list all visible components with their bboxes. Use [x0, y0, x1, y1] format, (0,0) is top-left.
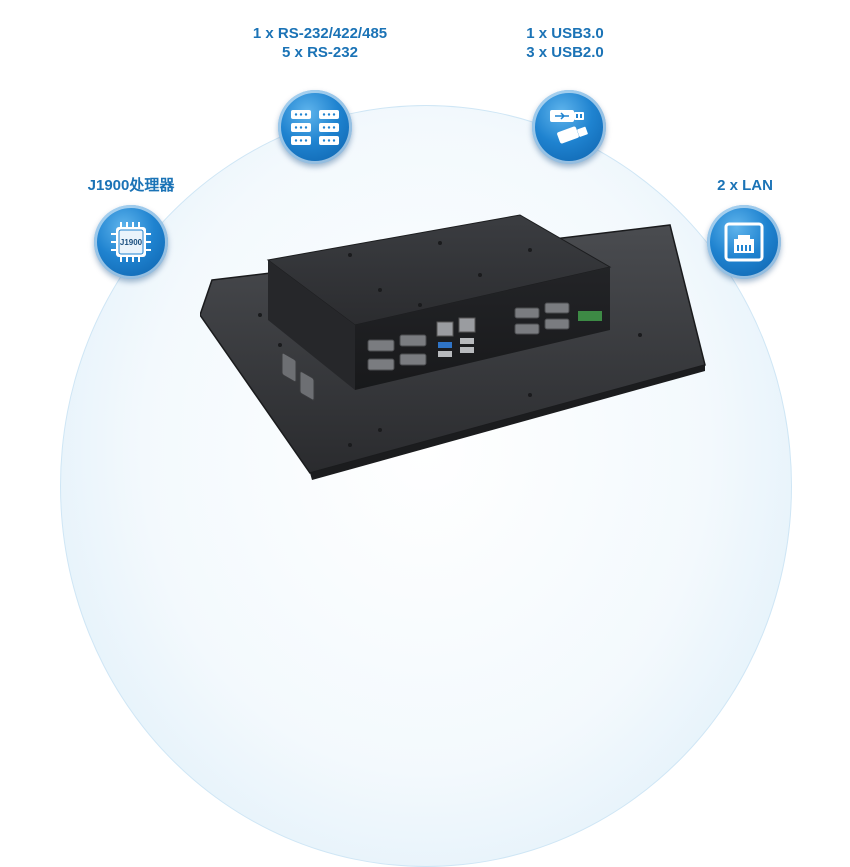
usb-ports-label: 1 x USB3.0 3 x USB2.0: [490, 24, 640, 62]
io-serial-ports: [367, 302, 570, 371]
product-feature-graphic: 1 x RS-232/422/485 5 x RS-232: [60, 24, 792, 867]
rear-enclosure-side: [268, 260, 355, 390]
terminal-block: [578, 311, 602, 321]
lan-label: 2 x LAN: [717, 177, 773, 194]
usb-ports-line2: 3 x USB2.0: [526, 44, 604, 61]
serial-port-icon: [278, 90, 352, 164]
ethernet-port-icon: [707, 205, 781, 279]
usb-ports-line1: 1 x USB3.0: [526, 25, 604, 42]
cpu-label: J1900处理器: [87, 177, 175, 194]
panel-pc-device: [200, 214, 706, 480]
cpu-chip-icon: J1900: [94, 205, 168, 279]
serial-ports-line2: 5 x RS-232: [282, 44, 358, 61]
side-serial-ports: [281, 352, 315, 401]
serial-ports-label: 1 x RS-232/422/485 5 x RS-232: [220, 24, 420, 62]
serial-ports-line1: 1 x RS-232/422/485: [252, 25, 388, 42]
io-usb-lan-ports: [436, 317, 476, 357]
cpu-chip-text: J1900: [120, 238, 143, 247]
usb-icon: [532, 90, 606, 164]
